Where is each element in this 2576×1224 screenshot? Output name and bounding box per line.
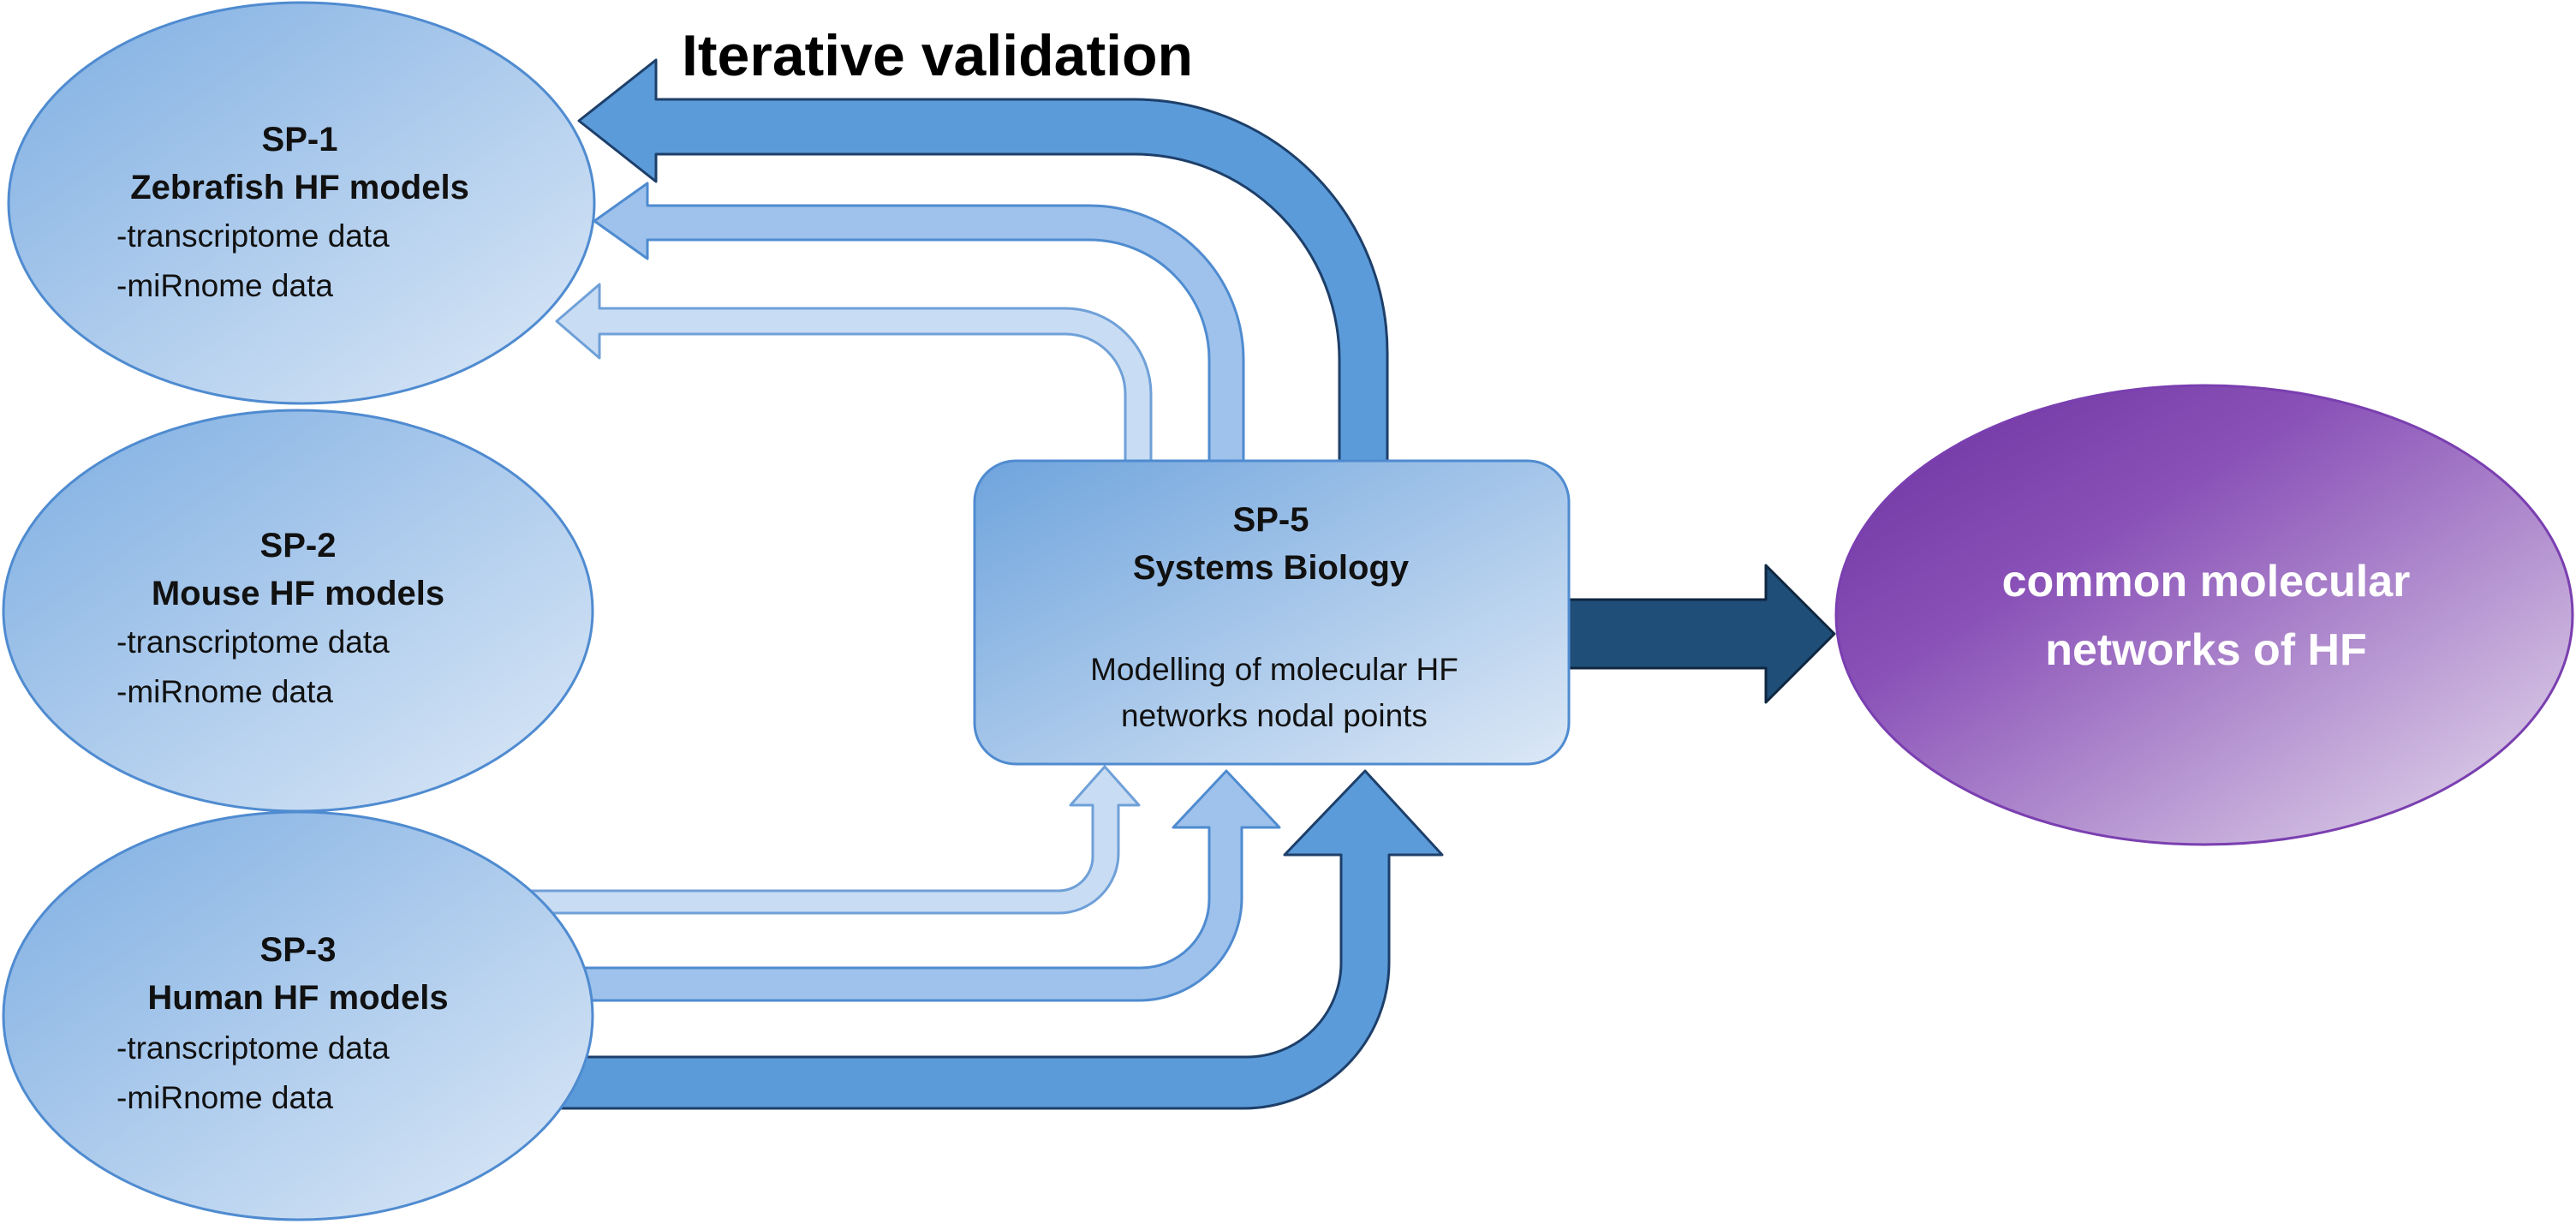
sp5-desc-line2: networks nodal points (1121, 698, 1428, 733)
feedback-arrow-medium (593, 182, 1245, 464)
outcome-line2: networks of HF (2045, 625, 2367, 675)
sp2-item-mirnome: -miRnome data (116, 674, 333, 709)
sp3-item-transcriptome: -transcriptome data (116, 1030, 390, 1066)
sp5-name: Systems Biology (1133, 549, 1410, 587)
sp3-name: Human HF models (147, 979, 448, 1017)
sp1-item-transcriptome: -transcriptome data (116, 218, 390, 254)
sp5-desc-line1: Modelling of molecular HF (1090, 652, 1458, 687)
sp3-item-mirnome: -miRnome data (116, 1080, 333, 1115)
sp5-id: SP-5 (1233, 501, 1309, 539)
sp1-item-mirnome: -miRnome data (116, 268, 333, 303)
sp2-name: Mouse HF models (152, 575, 444, 612)
output-arrow (1565, 564, 1836, 704)
input-arrow-dark (555, 769, 1444, 1110)
diagram-title: Iterative validation (682, 23, 1193, 88)
sp1-ellipse (7, 1, 596, 405)
sp2-id: SP-2 (260, 527, 337, 564)
input-arrow-light (478, 765, 1141, 915)
outcome-line1: common molecular (2002, 557, 2411, 606)
sp1-id: SP-1 (262, 121, 338, 158)
sp1-name: Zebrafish HF models (130, 169, 469, 206)
feedback-arrow-light (555, 283, 1153, 464)
sp3-ellipse (2, 810, 594, 1221)
sp3-id: SP-3 (260, 931, 337, 969)
outcome-ellipse (1834, 384, 2574, 846)
input-arrow-medium (555, 769, 1281, 1002)
sp2-item-transcriptome: -transcriptome data (116, 624, 390, 660)
sp5-box (973, 459, 1571, 766)
feedback-arrow-dark (577, 58, 1389, 464)
